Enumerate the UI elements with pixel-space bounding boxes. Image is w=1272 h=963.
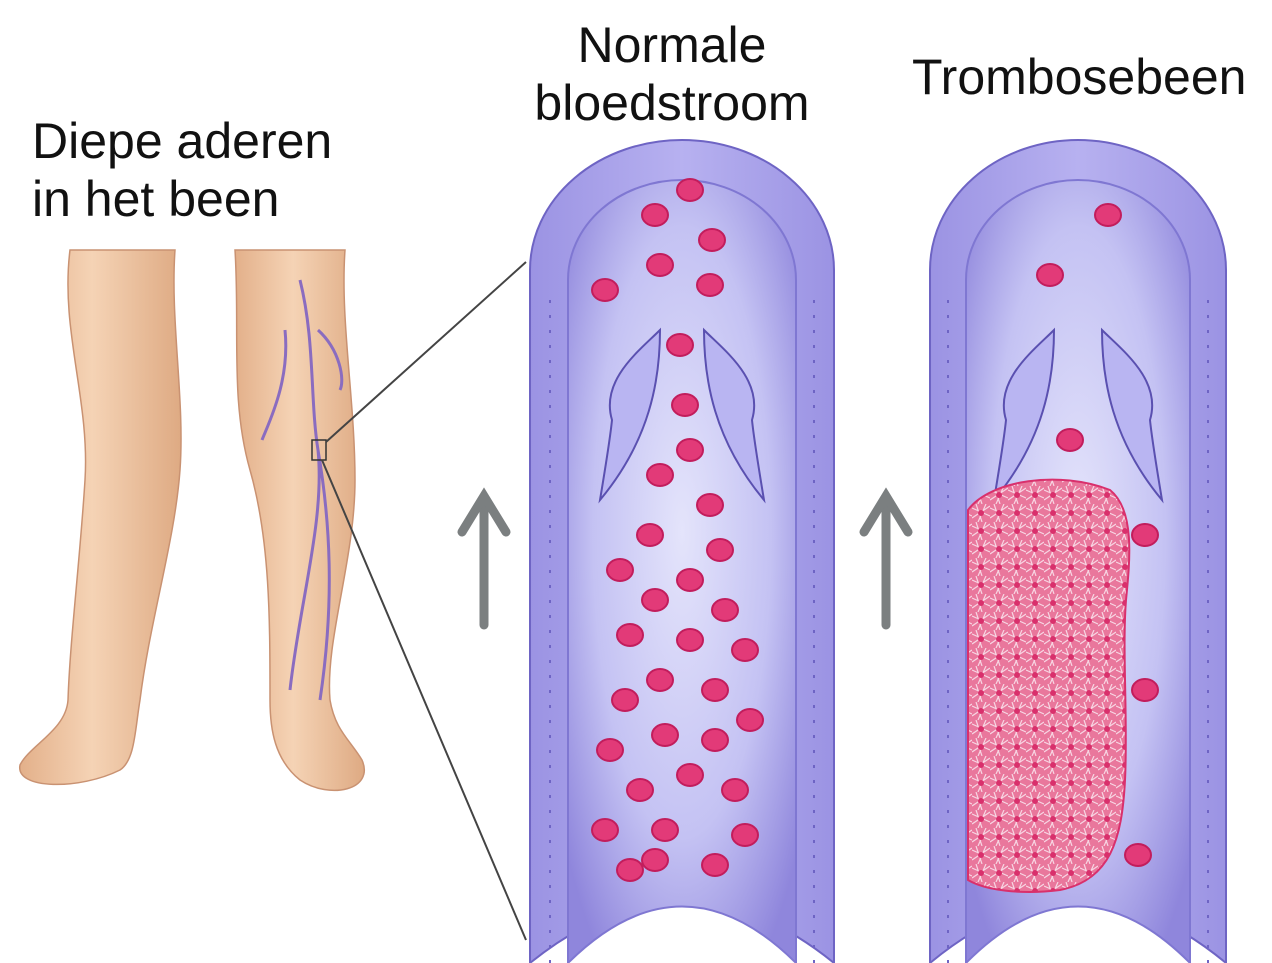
legs-label-line2: in het been xyxy=(32,170,332,228)
normal-flow-label: Normale bloedstroom xyxy=(522,16,822,132)
flow-arrow-normal xyxy=(462,496,506,625)
legs-label-line1: Diepe aderen xyxy=(32,112,332,170)
normal-flow-label-line2: bloedstroom xyxy=(522,74,822,132)
legs-illustration xyxy=(20,250,365,790)
zoom-line-top xyxy=(326,262,526,442)
normal-vein xyxy=(530,140,834,963)
blood-clot xyxy=(968,480,1129,892)
right-leg xyxy=(235,250,364,790)
left-leg xyxy=(20,250,181,784)
normal-flow-label-line1: Normale xyxy=(522,16,822,74)
thrombosis-label: Trombosebeen xyxy=(912,48,1246,106)
legs-label: Diepe aderen in het been xyxy=(32,112,332,228)
zoom-line-bottom xyxy=(322,460,526,940)
flow-arrow-thrombosis xyxy=(864,496,908,625)
thrombosis-vein xyxy=(930,140,1226,963)
